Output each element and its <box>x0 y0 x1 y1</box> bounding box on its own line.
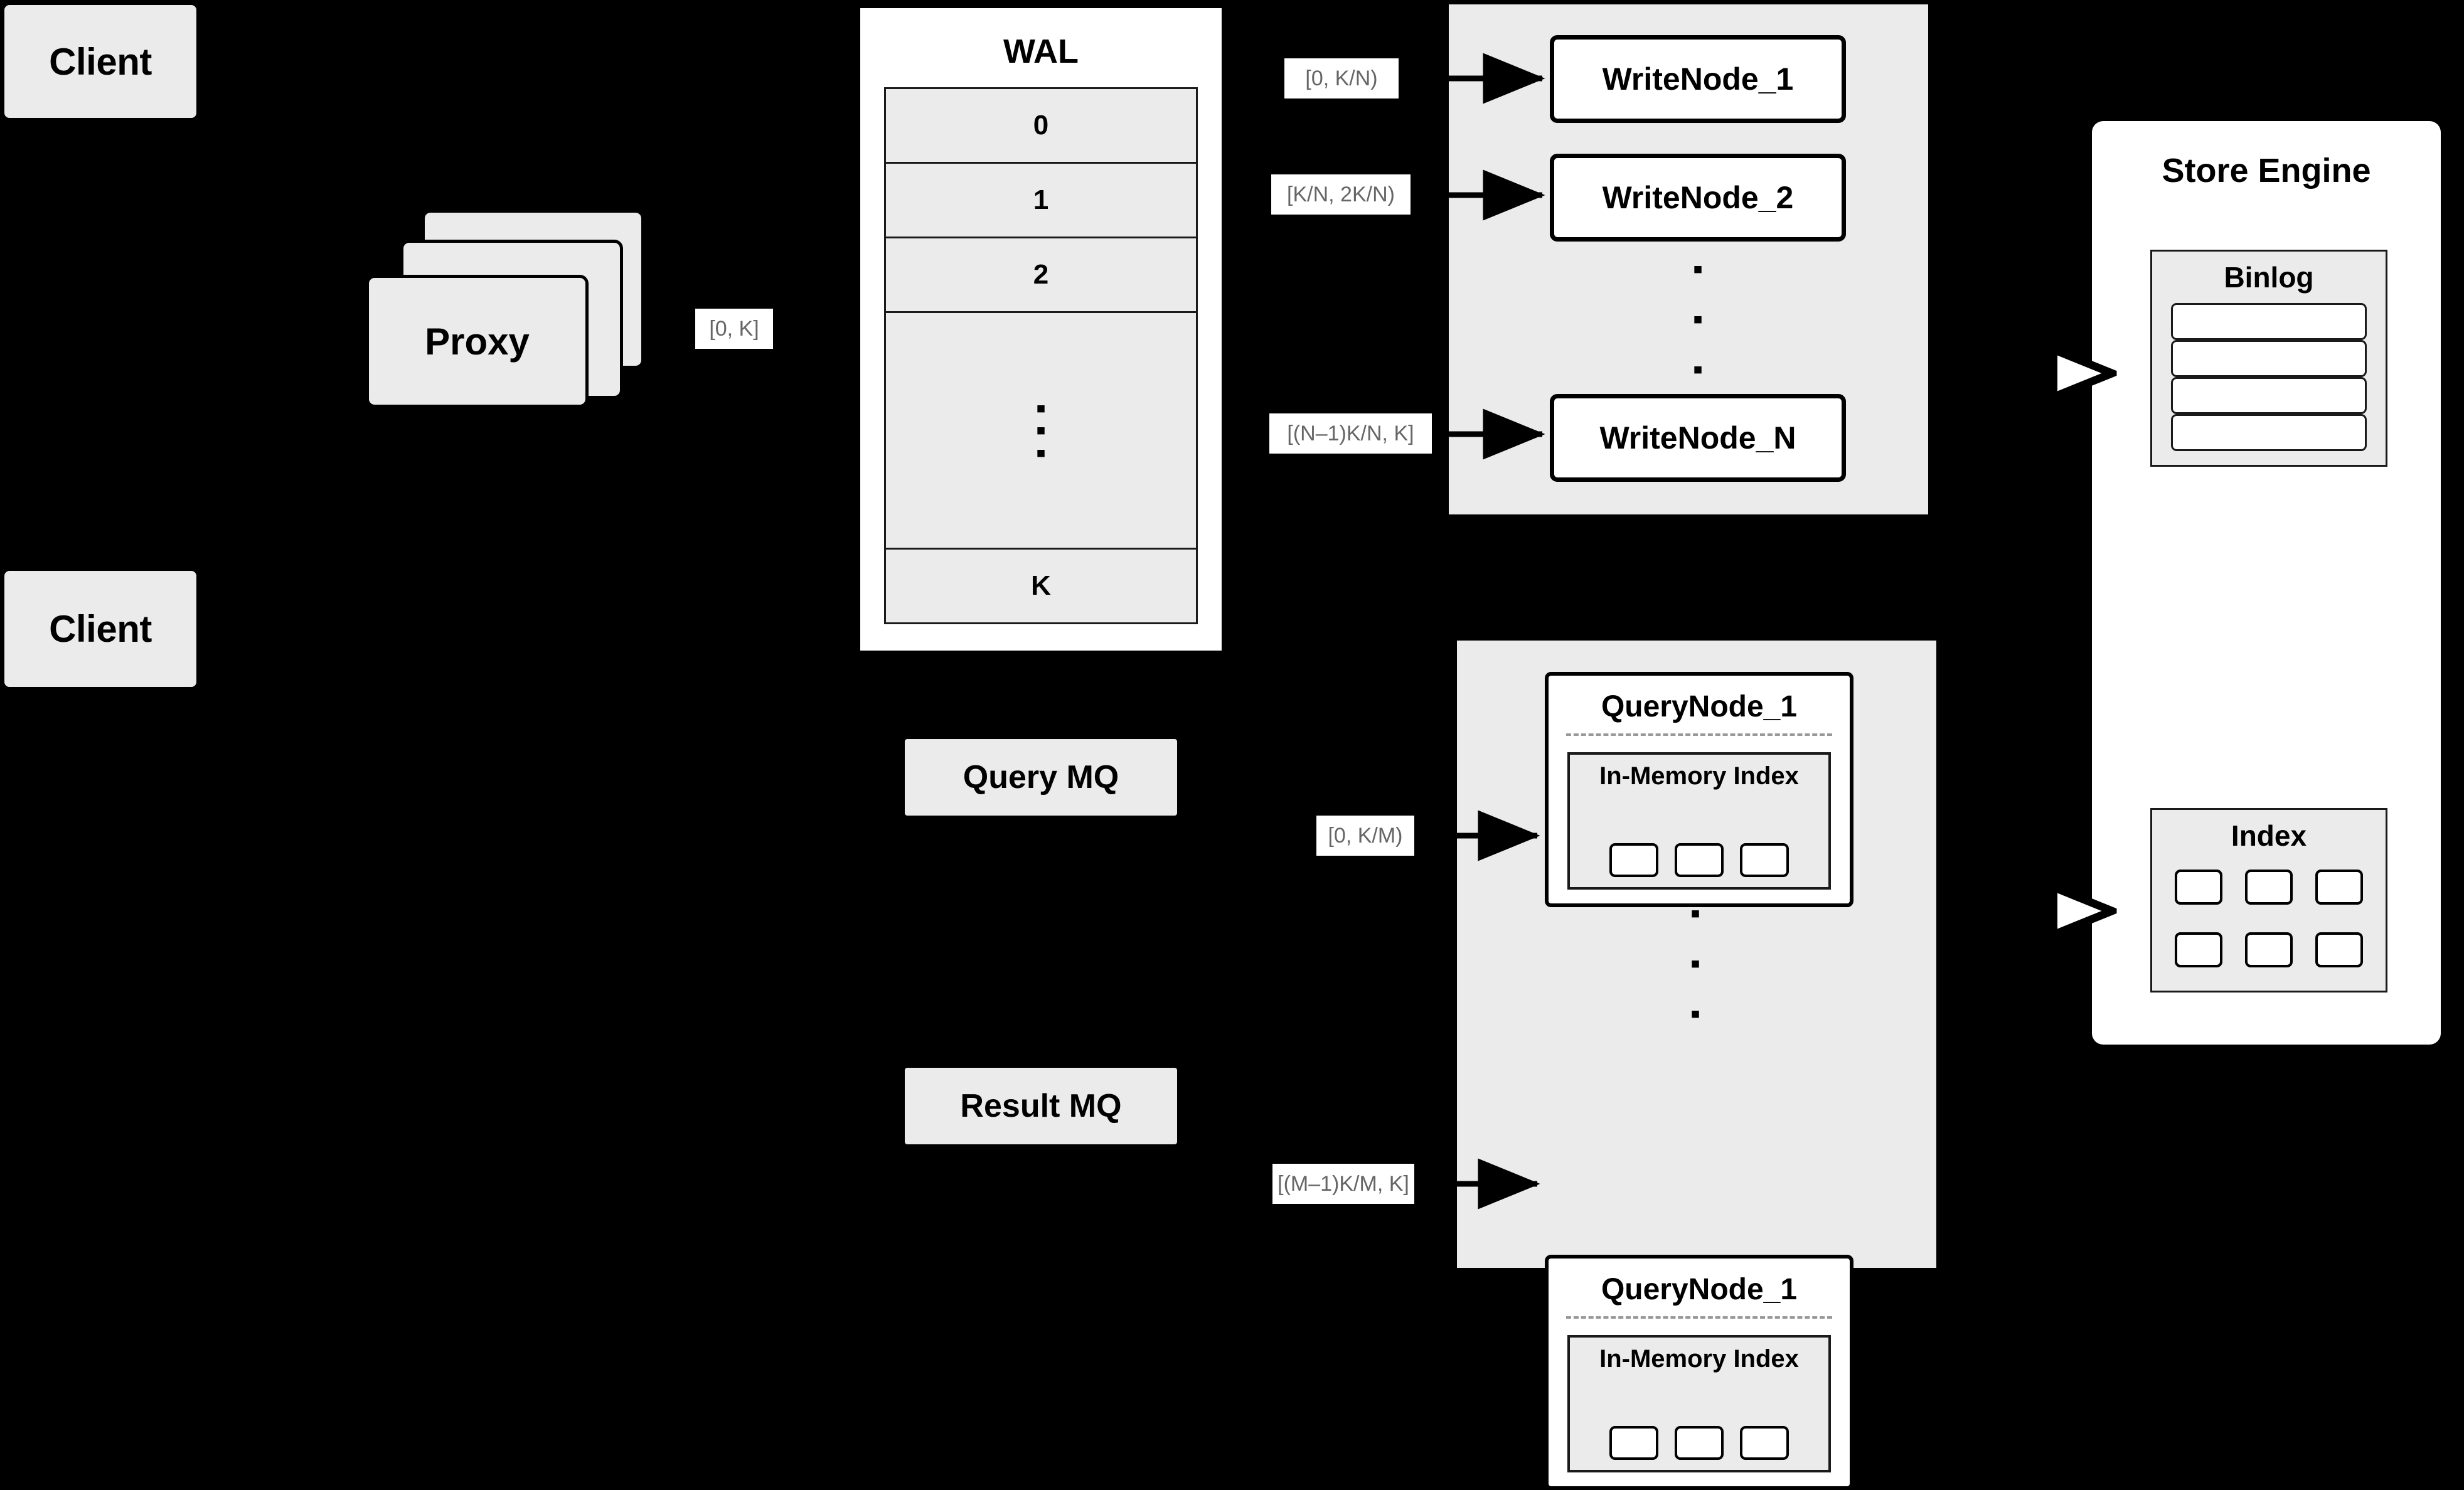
query-cluster-ellipsis: ▪ ▪ ▪ <box>1690 897 1701 1028</box>
client-box-2[interactable]: Client <box>4 571 196 687</box>
store-engine-title: Store Engine <box>2162 152 2371 189</box>
wal-row: 0 <box>886 89 1196 164</box>
query-node-m-divider <box>1566 1316 1832 1319</box>
client-label-2: Client <box>49 608 152 650</box>
write-node-1[interactable]: WriteNode_1 <box>1550 35 1846 123</box>
proxy-card-front[interactable]: Proxy <box>366 275 589 408</box>
write-node-n-range-label: [(N–1)K/N, K] <box>1269 413 1432 454</box>
query-node-m-range-label: [(M–1)K/M, K] <box>1272 1164 1414 1204</box>
write-node-1-range-label: [0, K/N) <box>1284 58 1399 98</box>
index-cell <box>1675 1426 1724 1460</box>
index-cell <box>1609 843 1658 877</box>
write-node-n[interactable]: WriteNode_N <box>1550 394 1846 482</box>
in-memory-index-cells <box>1585 843 1813 877</box>
client-box-1[interactable]: Client <box>4 5 196 118</box>
index-cell <box>2315 932 2363 967</box>
client-label-1: Client <box>49 40 152 83</box>
index-cell <box>1740 843 1789 877</box>
store-engine-panel: Store Engine Binlog Index <box>2092 121 2441 1045</box>
query-node-1-divider <box>1566 733 1832 736</box>
query-node-m-title: QueryNode_1 <box>1601 1273 1798 1306</box>
result-mq-box[interactable]: Result MQ <box>905 1068 1177 1144</box>
index-cells-grid <box>2168 860 2369 977</box>
write-node-2-range-label: [K/N, 2K/N) <box>1271 174 1411 215</box>
diagram-canvas: Client Client Proxy [0, K] WAL 0 1 2 ▪ ▪ <box>4 4 2441 1490</box>
binlog-segment <box>2171 414 2367 451</box>
wal-table: 0 1 2 ▪ ▪ ▪ K <box>884 87 1198 624</box>
binlog-title: Binlog <box>2224 261 2314 294</box>
write-node-1-label: WriteNode_1 <box>1602 61 1794 97</box>
write-cluster-ellipsis: ▪ ▪ ▪ <box>1692 252 1704 383</box>
wal-panel: WAL 0 1 2 ▪ ▪ ▪ K <box>856 4 1225 654</box>
index-title: Index <box>2231 819 2307 852</box>
in-memory-index-title: In-Memory Index <box>1599 762 1799 790</box>
index-cell <box>1675 843 1724 877</box>
wal-title: WAL <box>1003 33 1079 70</box>
query-node-m-in-memory-index: In-Memory Index <box>1567 1335 1831 1472</box>
write-node-n-label: WriteNode_N <box>1599 420 1796 455</box>
query-node-1-range-label: [0, K/M) <box>1316 816 1414 856</box>
wal-row-ellipsis: ▪ ▪ ▪ <box>886 313 1196 550</box>
result-mq-label: Result MQ <box>960 1088 1122 1124</box>
in-memory-index-cells <box>1585 1426 1813 1460</box>
index-panel: Index <box>2150 808 2387 992</box>
query-mq-box[interactable]: Query MQ <box>905 739 1177 816</box>
query-node-1-title: QueryNode_1 <box>1601 690 1798 723</box>
binlog-panel: Binlog <box>2150 250 2387 467</box>
write-node-2[interactable]: WriteNode_2 <box>1550 154 1846 242</box>
wal-row: 1 <box>886 164 1196 238</box>
query-node-1-in-memory-index: In-Memory Index <box>1567 752 1831 890</box>
binlog-segment <box>2171 303 2367 340</box>
query-node-m[interactable]: QueryNode_1 In-Memory Index <box>1545 1255 1853 1490</box>
binlog-segment <box>2171 377 2367 414</box>
wal-row: K <box>1031 570 1051 601</box>
index-cell <box>2315 870 2363 905</box>
index-cell <box>2175 870 2222 905</box>
in-memory-index-title: In-Memory Index <box>1599 1345 1799 1373</box>
proxy-output-range-label: [0, K] <box>695 309 773 349</box>
index-cell <box>2175 932 2222 967</box>
proxy-label: Proxy <box>425 320 530 363</box>
index-cell <box>2245 870 2293 905</box>
index-cell <box>2245 932 2293 967</box>
query-mq-label: Query MQ <box>963 759 1119 796</box>
wal-row: 2 <box>886 238 1196 313</box>
index-cell <box>1740 1426 1789 1460</box>
binlog-segments <box>2171 303 2367 451</box>
write-node-2-label: WriteNode_2 <box>1602 180 1794 215</box>
binlog-segment <box>2171 340 2367 377</box>
index-cell <box>1609 1426 1658 1460</box>
query-node-1[interactable]: QueryNode_1 In-Memory Index <box>1545 672 1853 907</box>
